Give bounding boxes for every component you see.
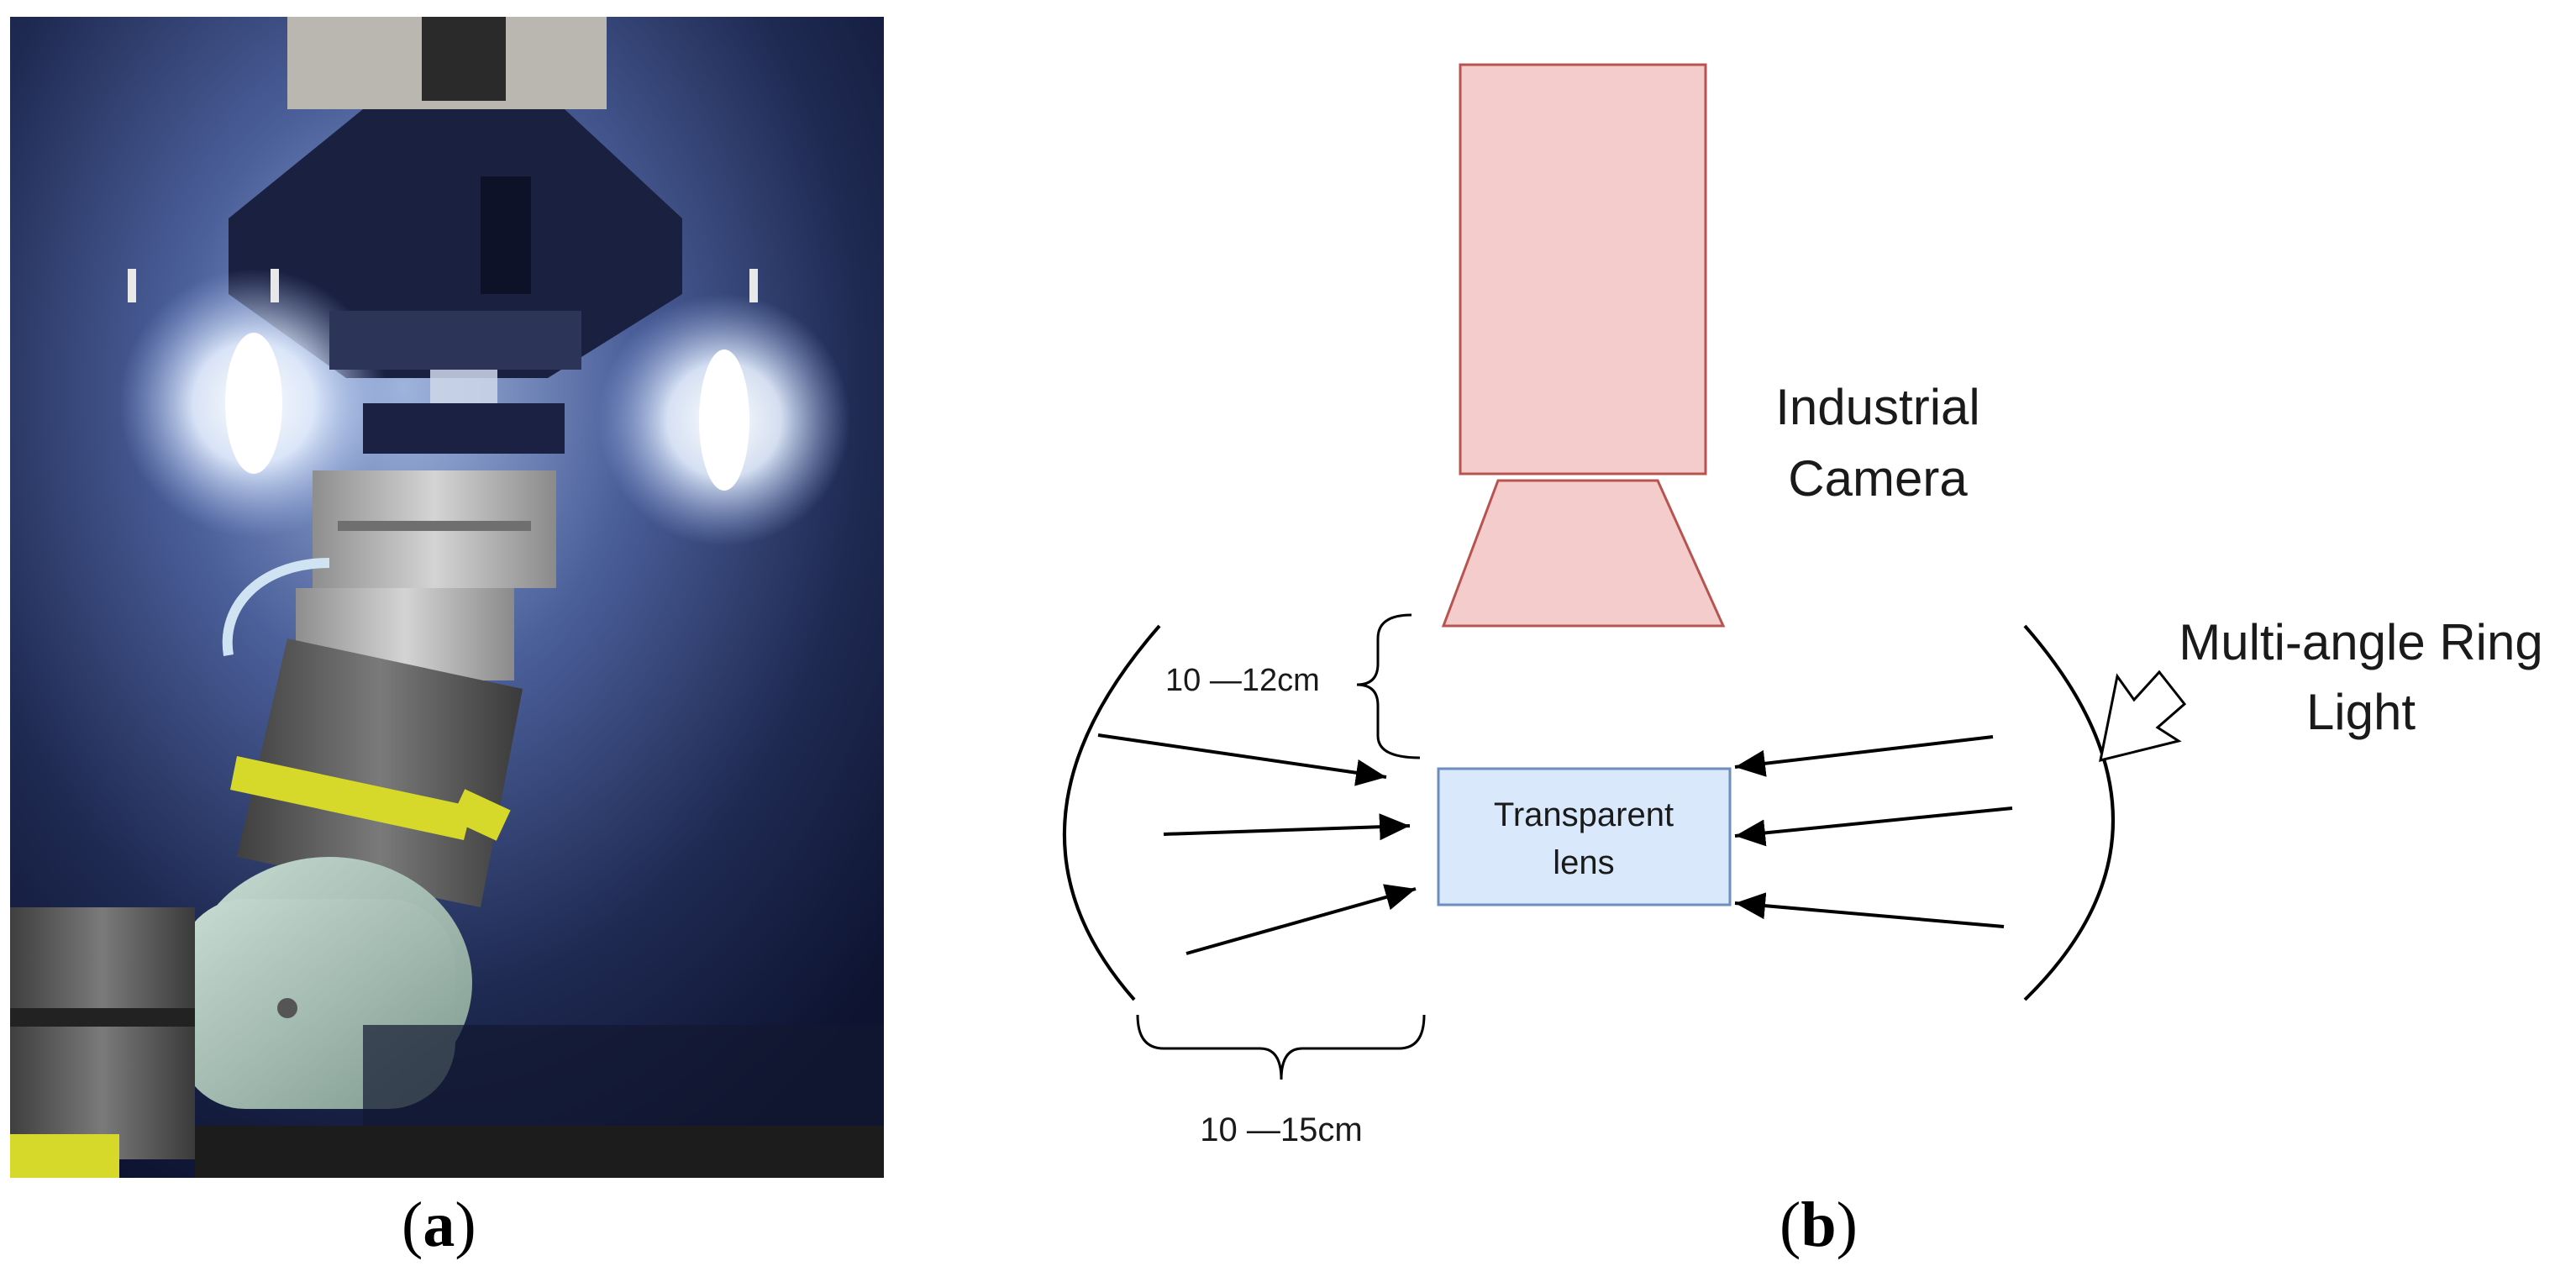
caption-b-close: ) <box>1836 1190 1858 1260</box>
horizontal-distance-label: 10 —15cm <box>1200 1111 1362 1148</box>
ring-light-pointer-arrow <box>2099 670 2187 763</box>
camera-body <box>1459 63 1707 475</box>
light-ray-left-2 <box>1163 813 1411 841</box>
light-ray-right-3 <box>1734 892 2005 928</box>
caption-b: (b) <box>1780 1189 1858 1262</box>
ring-light-label-line1: Multi-angle Ring <box>2179 614 2543 670</box>
lens-label-line2: lens <box>1553 844 1614 881</box>
transparent-lens-box <box>1437 767 1732 906</box>
ring-light-label-line2: Light <box>2306 684 2416 740</box>
horizontal-distance-brace <box>1136 1014 1426 1080</box>
vertical-distance-brace <box>1356 613 1421 759</box>
camera-label-line1: Industrial <box>1775 379 1979 435</box>
caption-a-close: ) <box>455 1190 476 1260</box>
light-ray-left-3 <box>1185 884 1417 955</box>
photo-panel-a <box>10 17 884 1178</box>
vertical-distance-label: 10 —12cm <box>1165 663 1320 698</box>
caption-a-letter: a <box>423 1190 455 1260</box>
caption-b-open: ( <box>1780 1190 1801 1260</box>
camera-lens <box>1441 479 1726 628</box>
ring-light-left-arc <box>1062 624 1161 1001</box>
caption-a: (a) <box>402 1189 476 1262</box>
light-ray-right-2 <box>1734 807 2013 847</box>
caption-a-open: ( <box>402 1190 423 1260</box>
caption-b-letter: b <box>1801 1190 1837 1260</box>
camera-label-line2: Camera <box>1788 450 1968 507</box>
light-ray-left-1 <box>1097 733 1387 786</box>
light-ray-right-1 <box>1734 735 1994 777</box>
ring-light-right-arc <box>2023 624 2115 1001</box>
lens-label-line1: Transparent <box>1494 796 1674 833</box>
